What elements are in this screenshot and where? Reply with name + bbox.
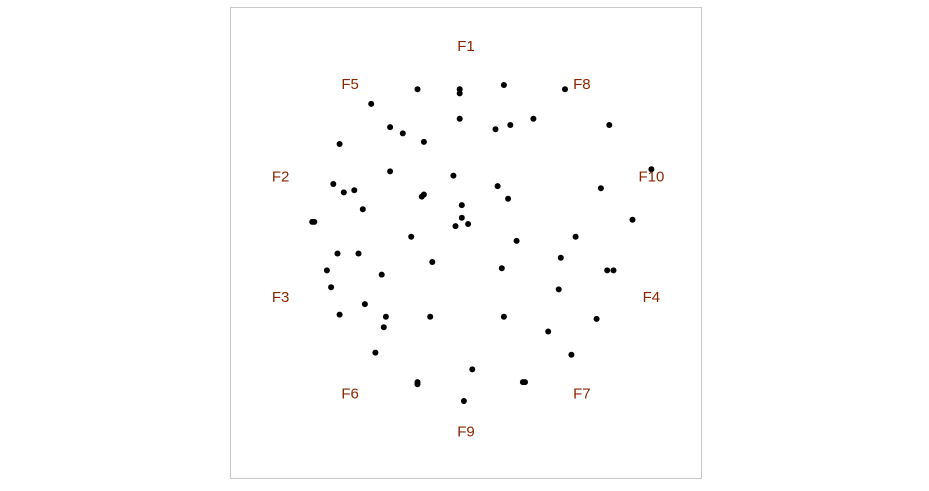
anchor-label-f5: F5	[341, 76, 359, 93]
data-point-21	[494, 183, 501, 190]
data-point-26	[359, 206, 366, 213]
data-point-39	[429, 259, 436, 265]
data-point-25	[505, 195, 512, 202]
data-point-51	[427, 313, 434, 320]
points-layer	[309, 82, 655, 404]
anchor-label-f7: F7	[573, 386, 591, 403]
data-point-46	[328, 284, 335, 291]
plot-frame	[230, 7, 702, 479]
anchor-label-f2: F2	[272, 169, 290, 186]
data-point-52	[500, 313, 507, 320]
anchor-label-f4: F4	[643, 289, 661, 306]
data-point-37	[334, 250, 341, 257]
data-point-54	[380, 324, 387, 331]
data-point-9	[492, 126, 499, 133]
anchor-label-f3: F3	[272, 289, 290, 306]
data-point-40	[557, 254, 564, 261]
data-point-55	[545, 328, 552, 335]
anchor-label-f10: F10	[638, 169, 664, 186]
data-point-30	[452, 223, 459, 230]
data-point-29	[465, 221, 472, 227]
data-point-4	[562, 86, 568, 93]
data-point-42	[498, 265, 505, 272]
data-point-0	[414, 86, 421, 93]
data-point-24	[420, 191, 427, 198]
data-point-48	[361, 301, 368, 308]
data-point-38	[355, 250, 362, 257]
data-point-20	[351, 187, 358, 194]
data-point-14	[336, 141, 343, 147]
data-point-1	[456, 86, 463, 93]
data-point-62	[519, 379, 526, 386]
data-point-12	[399, 130, 406, 137]
data-point-17	[648, 166, 655, 173]
data-point-41	[323, 267, 330, 274]
data-point-60	[414, 381, 421, 388]
anchor-label-f1: F1	[457, 38, 475, 55]
data-point-2	[456, 90, 463, 97]
data-point-16	[450, 172, 457, 179]
anchor-label-f6: F6	[341, 386, 359, 403]
data-point-34	[408, 233, 415, 240]
data-point-18	[330, 181, 337, 187]
data-point-13	[420, 138, 427, 145]
data-point-56	[372, 349, 379, 356]
data-point-19	[340, 189, 347, 196]
data-point-36	[572, 233, 579, 240]
data-point-45	[610, 267, 617, 274]
data-point-15	[387, 168, 394, 175]
data-point-49	[336, 311, 343, 318]
data-point-10	[606, 122, 613, 128]
data-point-6	[456, 115, 463, 122]
data-point-28	[458, 214, 465, 221]
data-point-63	[460, 398, 467, 404]
data-point-53	[593, 315, 600, 322]
data-point-32	[309, 218, 316, 225]
data-point-57	[568, 351, 575, 358]
data-point-58	[469, 366, 476, 373]
data-point-8	[507, 122, 514, 128]
data-point-44	[604, 267, 611, 274]
data-point-11	[387, 124, 394, 131]
data-point-43	[378, 271, 385, 278]
data-point-7	[530, 115, 537, 122]
data-point-50	[382, 313, 389, 320]
data-point-3	[500, 82, 507, 88]
data-point-22	[597, 185, 604, 192]
anchor-label-f8: F8	[573, 76, 591, 93]
data-point-47	[555, 286, 562, 293]
anchor-label-f9: F9	[457, 424, 475, 441]
data-point-5	[368, 100, 375, 107]
data-point-33	[629, 216, 636, 223]
data-point-35	[513, 237, 520, 244]
data-point-27	[458, 202, 465, 209]
